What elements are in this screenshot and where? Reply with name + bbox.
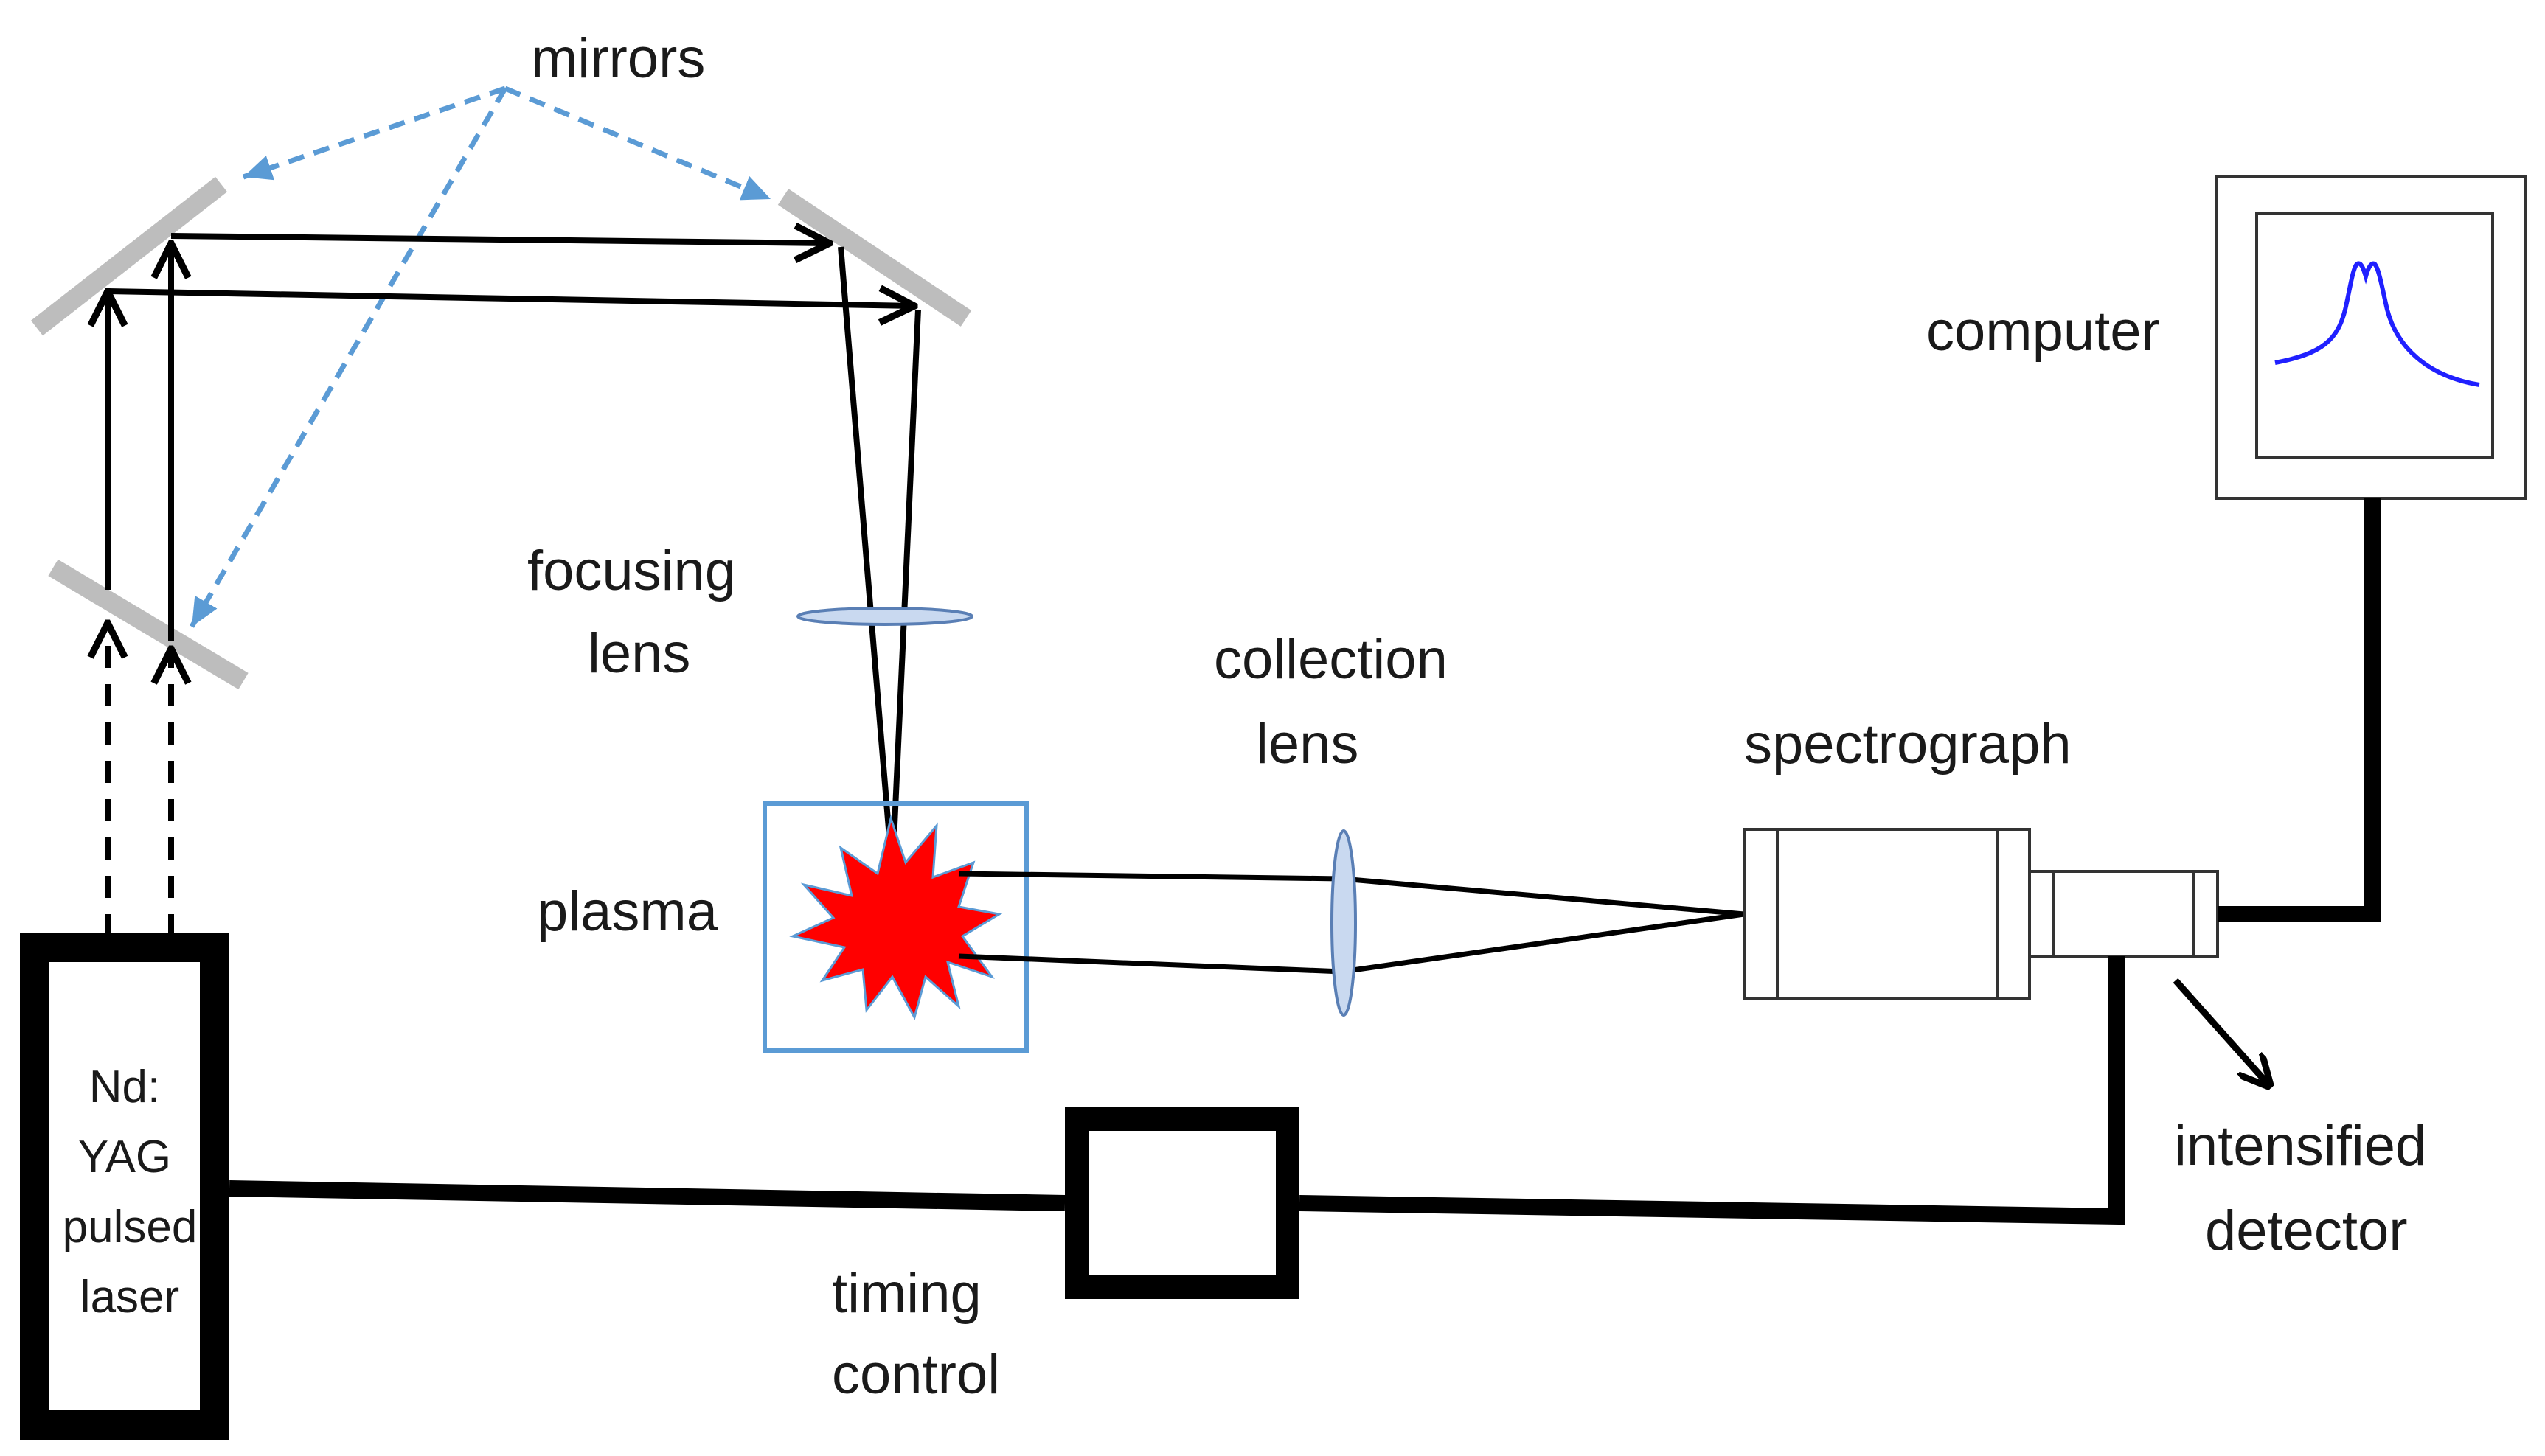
- label-spectrograph: spectrograph: [1744, 713, 2072, 776]
- computer-screen: [2255, 212, 2494, 459]
- label-timing-control-1: timing: [832, 1262, 982, 1325]
- detector-pointer-arrow: [2173, 978, 2268, 1084]
- label-laser-2: YAG: [78, 1132, 171, 1182]
- laser-beams: [107, 236, 921, 936]
- pointer-to-top-left-mirror: [242, 86, 507, 181]
- label-focusing-lens-2: lens: [588, 622, 690, 685]
- beam-horizontal-lower: [107, 291, 914, 306]
- label-laser-4: laser: [80, 1272, 179, 1323]
- label-laser-1: Nd:: [89, 1062, 160, 1112]
- label-collection-lens-2: lens: [1256, 713, 1358, 776]
- cables: [229, 498, 2381, 1225]
- label-computer: computer: [1926, 300, 2160, 363]
- computer: [2215, 175, 2527, 500]
- focus-upper: [1341, 876, 1745, 917]
- cable-detector-to-computer: [2218, 498, 2381, 922]
- label-mirrors: mirrors: [531, 27, 705, 90]
- pointer-to-top-right-mirror: [504, 86, 772, 202]
- cable-laser-to-timing: [229, 1180, 1066, 1211]
- laser-box: [20, 933, 229, 1440]
- mirror-pointers: [189, 86, 772, 628]
- emission-beams: [958, 871, 1745, 975]
- focus-lower: [1341, 911, 1745, 975]
- mirror-top-right: [777, 189, 972, 327]
- emission-lower: [958, 953, 1343, 975]
- label-focusing-lens-1: focusing: [527, 540, 736, 602]
- focusing-lens: [796, 607, 973, 626]
- beam-horizontal-upper: [170, 236, 830, 243]
- label-intensified-detector-1: intensified: [2174, 1115, 2426, 1177]
- beam-down-right: [889, 309, 921, 874]
- plasma-starburst-icon: [789, 814, 1003, 1020]
- label-intensified-detector-2: detector: [2205, 1199, 2408, 1262]
- cable-timing-to-detector: [1299, 956, 2125, 1225]
- mirror-top-left: [31, 176, 227, 336]
- plasma-box: [763, 801, 1029, 1053]
- label-timing-control-2: control: [832, 1343, 1000, 1406]
- detector-body: [2028, 870, 2219, 958]
- emission-upper: [958, 871, 1343, 882]
- label-collection-lens-1: collection: [1214, 628, 1448, 691]
- double-peak-spectrum-icon: [2274, 261, 2480, 387]
- label-laser-3: pulsed: [63, 1202, 198, 1253]
- beam-down-left: [838, 246, 895, 874]
- label-plasma: plasma: [537, 880, 718, 943]
- spectrograph-body: [1743, 828, 2031, 1000]
- mirrors-group: [31, 176, 972, 690]
- intensified-detector: [2028, 870, 2219, 958]
- spectrograph: [1743, 828, 2031, 1000]
- pointer-to-bottom-left-mirror: [189, 87, 508, 628]
- mirror-bottom-left: [48, 559, 249, 690]
- timing-control-box: [1065, 1107, 1299, 1299]
- collection-lens: [1330, 829, 1357, 1017]
